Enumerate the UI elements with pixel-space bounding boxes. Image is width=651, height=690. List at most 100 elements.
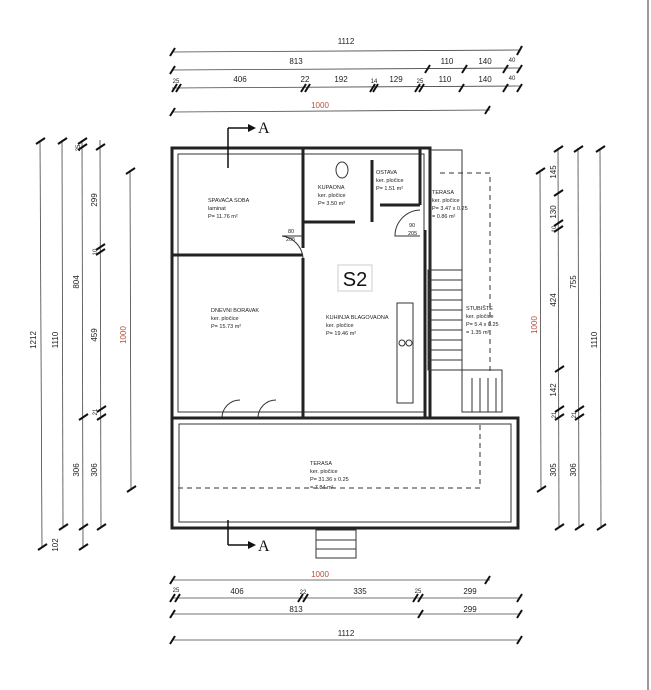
dim-axis: 1000 — [119, 326, 128, 344]
dim: 305 — [549, 463, 558, 477]
room-bedroom: SPAVAĆA SOBA laminat P= 11.76 m² — [208, 197, 250, 220]
room-floor: ker. pločice — [318, 193, 346, 199]
dim-bottom-overall: 1112 — [338, 629, 355, 638]
room-floor: ker. pločice — [432, 198, 460, 204]
unit-label-box — [337, 264, 373, 292]
right-dimensions: 1000 145 130 10 424 142 21 305 755 21 30… — [530, 145, 607, 531]
section-mark-top: A — [227, 120, 270, 168]
dim: 10 — [93, 248, 99, 255]
dim: 130 — [549, 205, 558, 219]
dim: 25 — [417, 79, 424, 85]
dim-axis: 1000 — [311, 101, 329, 110]
room-terrace: TERASA ker. pločice P= 31.36 x 0.25 = 7.… — [310, 461, 349, 491]
dim: 406 — [233, 75, 247, 84]
room-area: P= 3.47 x 0.25 — [432, 206, 468, 212]
room-name: TERASA — [432, 190, 454, 196]
room-bathroom: KUPAONA ker. pločice P= 3.50 m² — [318, 185, 346, 207]
dim: 22 — [301, 75, 310, 84]
dim: 21 — [552, 411, 558, 418]
dim: 813 — [289, 57, 303, 66]
dim: 102 — [51, 538, 60, 552]
dim: 129 — [389, 75, 403, 84]
unit-label: S2 — [343, 269, 367, 291]
dim-left-overall: 1212 — [29, 331, 38, 349]
dim: 14 — [371, 79, 378, 85]
room-living: DNEVNI BORAVAK ker. pločice P= 15.73 m² — [211, 308, 259, 330]
room-area: P= 1.51 m² — [376, 186, 403, 192]
room-floor: ker. pločice — [376, 178, 404, 184]
left-dimensions: 1212 1110 25 804 306 102 299 10 459 21 3… — [29, 137, 137, 552]
dim: 110 — [439, 75, 452, 84]
section-mark-bottom: A — [227, 520, 270, 555]
building-walls — [170, 146, 520, 559]
dim: 306 — [90, 463, 99, 477]
section-label: A — [258, 120, 270, 137]
room-floor: ker. pločice — [466, 314, 494, 320]
dim: 145 — [549, 165, 558, 179]
room-name: STUBIŠTE — [466, 305, 493, 312]
door-height: 205 — [286, 237, 295, 243]
room-area: P= 3.50 m² — [318, 201, 345, 207]
room-area-result: = 7.84 m² — [310, 485, 334, 491]
room-area: P= 11.76 m² — [208, 214, 238, 220]
dim: 804 — [72, 275, 81, 289]
room-name: KUPAONA — [318, 185, 345, 191]
room-floor: ker. pločice — [326, 323, 354, 329]
dim: 142 — [549, 383, 558, 397]
door-size: 80 — [288, 229, 294, 235]
dim: 25 — [173, 79, 180, 85]
bottom-dimensions: 1000 25 406 22 335 25 299 813 299 1112 — [169, 570, 523, 645]
room-area: P= 5.4 x 0.25 — [466, 322, 499, 328]
room-area: P= 31.36 x 0.25 — [310, 477, 349, 483]
room-floor: ker. pločice — [211, 316, 239, 322]
top-dimensions: 1112 813 110 140 40 25 406 22 192 14 129… — [169, 37, 523, 117]
dim: 25 — [173, 588, 180, 594]
dim-right-overall: 1110 — [590, 331, 599, 348]
dim: 21 — [93, 408, 99, 415]
dim: 299 — [463, 605, 477, 614]
dim: 10 — [552, 225, 558, 232]
room-storage: OSTAVA ker. pločice P= 1.51 m² — [376, 170, 404, 192]
dim-axis: 1000 — [311, 570, 329, 579]
dim: 306 — [569, 463, 578, 477]
dim: 25 — [76, 144, 82, 151]
dim: 40 — [509, 58, 516, 64]
dim: 755 — [569, 275, 578, 289]
room-floor: ker. pločice — [310, 469, 338, 475]
dim: 299 — [90, 193, 99, 207]
dim: 40 — [509, 76, 516, 82]
dim-top-overall: 1112 — [338, 37, 355, 46]
door-size: 90 — [409, 223, 415, 229]
dim: 299 — [463, 587, 477, 596]
room-floor: laminat — [208, 206, 226, 212]
dim: 22 — [300, 590, 307, 596]
dim: 813 — [289, 605, 303, 614]
dim: 140 — [478, 57, 492, 66]
dim-axis: 1000 — [530, 316, 539, 334]
dim: 140 — [478, 75, 492, 84]
room-name: SPAVAĆA SOBA — [208, 197, 250, 204]
room-area-result: = 1.35 m² — [466, 330, 490, 336]
dim: 335 — [353, 587, 367, 596]
room-area: P= 15.73 m² — [211, 324, 241, 330]
dim: 306 — [72, 463, 81, 477]
room-balcony: TERASA ker. pločice P= 3.47 x 0.25 = 0.8… — [432, 190, 468, 220]
room-kitchen: KUHINJA BLAGOVAONA ker. pločice P= 19.46… — [326, 315, 389, 337]
dim: 25 — [415, 589, 422, 595]
dim: 459 — [90, 328, 99, 342]
dim: 1110 — [51, 331, 60, 348]
room-staircase: STUBIŠTE ker. pločice P= 5.4 x 0.25 = 1.… — [466, 305, 499, 336]
section-label: A — [258, 538, 270, 555]
room-area: P= 19.46 m² — [326, 331, 356, 337]
door-height: 205 — [408, 231, 417, 237]
dim: 424 — [549, 293, 558, 307]
room-name: DNEVNI BORAVAK — [211, 308, 259, 314]
room-name: OSTAVA — [376, 170, 397, 176]
dim: 406 — [230, 587, 244, 596]
dim: 192 — [334, 75, 348, 84]
dim: 110 — [441, 57, 454, 66]
room-area-result: = 0.86 m² — [432, 214, 456, 220]
room-name: KUHINJA BLAGOVAONA — [326, 315, 389, 321]
dim: 21 — [572, 411, 578, 418]
